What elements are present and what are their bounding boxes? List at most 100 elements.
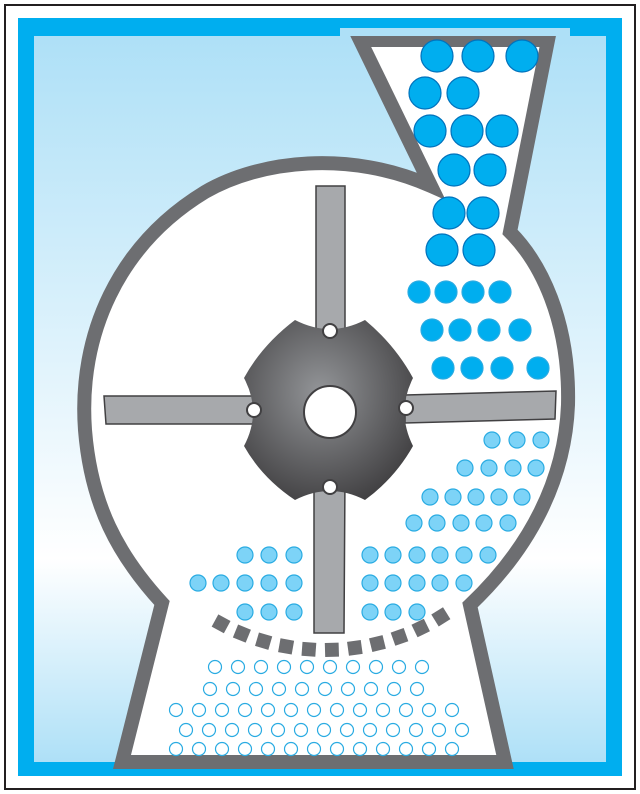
fine-particle bbox=[339, 722, 355, 738]
large-particle bbox=[485, 114, 519, 148]
medium-particle bbox=[490, 356, 514, 380]
screen-segment bbox=[411, 618, 430, 638]
fine-particle bbox=[168, 741, 184, 757]
fine-particle bbox=[276, 659, 292, 675]
hammer-arm-top bbox=[315, 185, 346, 344]
pivot-pin-top bbox=[322, 323, 338, 339]
feed-particles bbox=[408, 39, 539, 267]
fine-particle bbox=[260, 741, 276, 757]
hammer-arm-left bbox=[103, 395, 256, 425]
medium-particle bbox=[421, 488, 439, 506]
fine-particle bbox=[191, 702, 207, 718]
medium-particle bbox=[361, 603, 379, 621]
large-particle bbox=[432, 196, 466, 230]
medium-particle bbox=[236, 574, 254, 592]
fine-particle bbox=[391, 659, 407, 675]
medium-particle bbox=[361, 574, 379, 592]
medium-particle bbox=[407, 280, 431, 304]
medium-particle bbox=[236, 603, 254, 621]
fine-particle bbox=[444, 741, 460, 757]
fine-particle bbox=[293, 722, 309, 738]
fine-particle bbox=[225, 681, 241, 697]
screen-segment bbox=[211, 614, 231, 634]
fine-particle bbox=[247, 722, 263, 738]
fine-particle bbox=[253, 659, 269, 675]
fine-particle bbox=[224, 722, 240, 738]
medium-particle bbox=[434, 280, 458, 304]
sizing-screen bbox=[211, 607, 451, 657]
medium-particle bbox=[467, 488, 485, 506]
fine-particle bbox=[398, 741, 414, 757]
fine-particle bbox=[340, 681, 356, 697]
screen-segment bbox=[255, 632, 273, 650]
fine-particle bbox=[230, 659, 246, 675]
fine-particle bbox=[270, 722, 286, 738]
medium-particle bbox=[431, 356, 455, 380]
medium-particle bbox=[504, 459, 522, 477]
medium-particle bbox=[361, 546, 379, 564]
medium-particle bbox=[452, 514, 470, 532]
product-particles bbox=[168, 659, 470, 757]
pivot-pin-left bbox=[246, 402, 262, 418]
medium-particle bbox=[236, 546, 254, 564]
fine-particle bbox=[306, 702, 322, 718]
medium-particle bbox=[384, 546, 402, 564]
rotor-shaft bbox=[303, 385, 357, 439]
hopper-opening bbox=[340, 28, 570, 36]
fine-particle bbox=[248, 681, 264, 697]
medium-particle bbox=[526, 356, 550, 380]
fine-particle bbox=[207, 659, 223, 675]
fine-particle bbox=[409, 681, 425, 697]
medium-particle bbox=[285, 574, 303, 592]
rotor-hammers bbox=[103, 185, 557, 634]
medium-particle bbox=[408, 603, 426, 621]
large-particle bbox=[450, 114, 484, 148]
medium-particle bbox=[260, 546, 278, 564]
fine-particle bbox=[237, 702, 253, 718]
medium-particle bbox=[444, 488, 462, 506]
medium-particle bbox=[260, 603, 278, 621]
large-particle bbox=[425, 233, 459, 267]
hammer-arm-right bbox=[404, 390, 557, 424]
medium-particle bbox=[488, 280, 512, 304]
medium-particle bbox=[384, 574, 402, 592]
fine-particle bbox=[375, 702, 391, 718]
fine-particle bbox=[454, 722, 470, 738]
screen-segment bbox=[390, 628, 409, 646]
medium-particle bbox=[532, 431, 550, 449]
fine-particle bbox=[398, 702, 414, 718]
medium-particle bbox=[384, 603, 402, 621]
screen-segment bbox=[301, 641, 317, 657]
outer-border bbox=[4, 4, 636, 790]
fine-particle bbox=[431, 722, 447, 738]
fine-particle bbox=[386, 681, 402, 697]
pivot-pin-bottom bbox=[322, 479, 338, 495]
fine-particle bbox=[345, 659, 361, 675]
fine-particle bbox=[271, 681, 287, 697]
medium-particle bbox=[212, 574, 230, 592]
medium-particle bbox=[480, 459, 498, 477]
hammer-arm-bottom bbox=[313, 474, 346, 634]
fine-particle bbox=[191, 741, 207, 757]
medium-particle bbox=[455, 574, 473, 592]
medium-particle bbox=[285, 546, 303, 564]
fine-particle bbox=[214, 741, 230, 757]
medium-particle bbox=[499, 514, 517, 532]
fine-particle bbox=[294, 681, 310, 697]
medium-particle bbox=[285, 603, 303, 621]
fine-particle bbox=[306, 741, 322, 757]
fine-particle bbox=[352, 702, 368, 718]
fine-particle bbox=[408, 722, 424, 738]
medium-particle bbox=[513, 488, 531, 506]
medium-particle bbox=[527, 459, 545, 477]
medium-particle bbox=[460, 356, 484, 380]
medium-particle bbox=[189, 574, 207, 592]
large-particle bbox=[437, 153, 471, 187]
large-particle bbox=[462, 233, 496, 267]
medium-particle bbox=[431, 574, 449, 592]
medium-particle bbox=[408, 546, 426, 564]
large-particle bbox=[473, 153, 507, 187]
medium-particle bbox=[408, 574, 426, 592]
medium-particle bbox=[461, 280, 485, 304]
fine-particle bbox=[178, 722, 194, 738]
